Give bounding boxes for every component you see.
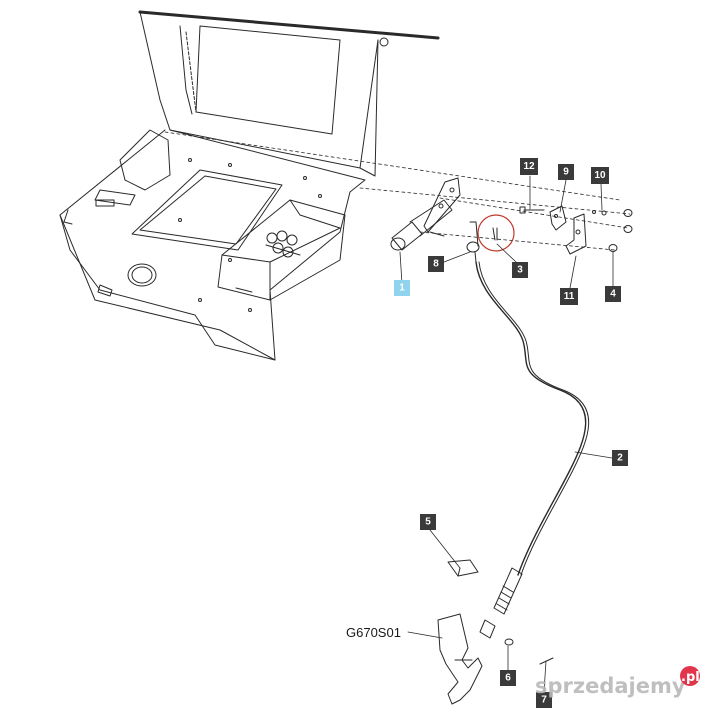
diagram-code-label: G670S01	[346, 625, 401, 640]
watermark-dot-badge	[680, 666, 700, 686]
svg-text:2: 2	[617, 453, 623, 464]
callout-8: 8	[428, 256, 444, 272]
svg-text:4: 4	[610, 289, 616, 300]
watermark-text: sprzedajemy	[535, 674, 686, 698]
pin-part-7	[539, 657, 554, 665]
bracket-part-9	[549, 205, 567, 231]
pedal-lever	[437, 613, 483, 705]
svg-text:7: 7	[541, 695, 547, 706]
svg-text:12: 12	[523, 161, 535, 172]
svg-text:6: 6	[505, 673, 511, 684]
callout-4: 4	[605, 286, 621, 302]
svg-text:1: 1	[399, 283, 405, 294]
callout-12: 12	[520, 158, 538, 175]
svg-text:3: 3	[517, 265, 523, 276]
callout-3: 3	[512, 262, 528, 278]
callout-2: 2	[612, 450, 628, 466]
detail-highlight-circle	[477, 214, 515, 252]
svg-text:10: 10	[594, 170, 606, 181]
watermark-suffix: .pl	[681, 670, 700, 685]
split-pin-part-3	[492, 227, 498, 241]
callout-1: 1	[394, 280, 410, 296]
callout-9: 9	[558, 164, 574, 180]
svg-text:9: 9	[563, 167, 569, 178]
clevis-part-8	[466, 221, 480, 263]
dashboard-panel	[59, 10, 631, 361]
callout-10: 10	[591, 167, 609, 184]
bolt-part-12	[519, 206, 545, 214]
washer-part-10	[592, 210, 607, 216]
svg-text:8: 8	[433, 259, 439, 270]
callout-5: 5	[420, 514, 436, 530]
svg-text:5: 5	[425, 517, 431, 528]
washer-part-6	[504, 638, 514, 646]
callout-11: 11	[560, 288, 578, 305]
brake-cable	[475, 261, 590, 639]
lower-bracket-part-5	[447, 559, 479, 577]
callout-6: 6	[500, 670, 516, 686]
callout-7: 7	[536, 692, 552, 708]
handbrake-lever	[390, 177, 461, 251]
nuts-part-4	[608, 209, 633, 252]
watermark: sprzedajemy .pl	[535, 666, 700, 698]
svg-text:11: 11	[564, 291, 575, 302]
bracket-plate-part-11	[565, 213, 587, 255]
